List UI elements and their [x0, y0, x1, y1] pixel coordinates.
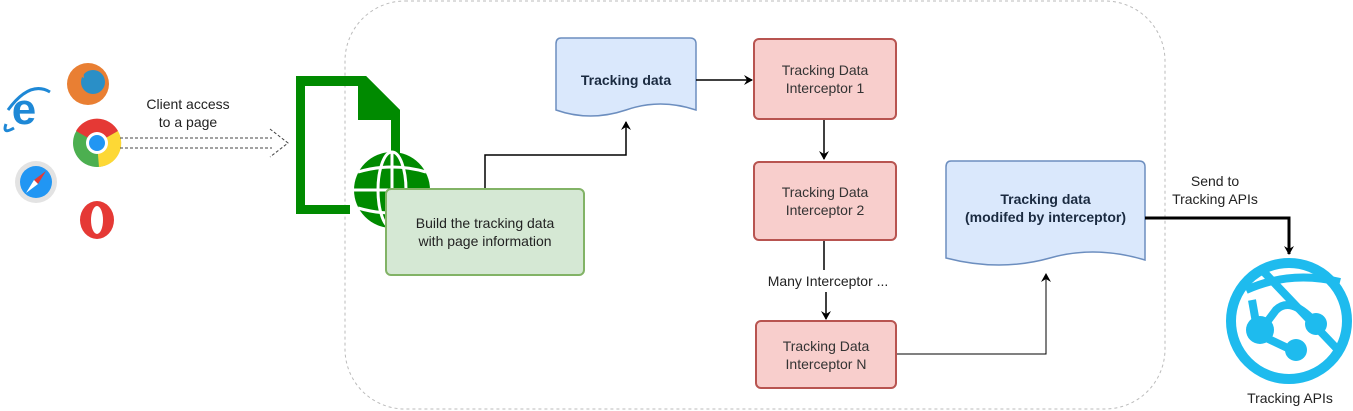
send-to-apis-label: Send to Tracking APIs [1172, 173, 1258, 207]
interceptor-N-box[interactable]: Tracking Data Interceptor N [755, 320, 897, 389]
interceptor-2-box[interactable]: Tracking Data Interceptor 2 [753, 161, 897, 241]
tracking-apis-icon [1226, 258, 1352, 384]
internet-explorer-icon: e [3, 85, 51, 134]
modified-tracking-data-label: Tracking data (modifed by interceptor) [964, 191, 1126, 225]
safari-icon [15, 161, 57, 203]
interceptor-1-box[interactable]: Tracking Data Interceptor 1 [753, 38, 897, 120]
tracking-apis-label: Tracking APIs [1247, 390, 1333, 406]
tracking-data-label: Tracking data [580, 72, 672, 88]
build-tracking-data-box[interactable]: Build the tracking data with page inform… [385, 188, 585, 276]
modified-tracking-data-document [945, 160, 1146, 266]
tracking-data-document [555, 37, 697, 117]
client-access-label: Client access to a page [146, 96, 230, 130]
send-to-apis-connector [1145, 216, 1294, 255]
interceptorN-to-modified-connector [897, 273, 1051, 355]
chrome-icon [73, 118, 122, 167]
build-to-tracking-connector [484, 121, 631, 188]
opera-icon [80, 201, 114, 239]
many-interceptors-label: Many Interceptor ... [748, 272, 908, 290]
firefox-icon [67, 63, 109, 105]
client-access-arrow [120, 128, 289, 158]
svg-text:e: e [12, 85, 36, 134]
